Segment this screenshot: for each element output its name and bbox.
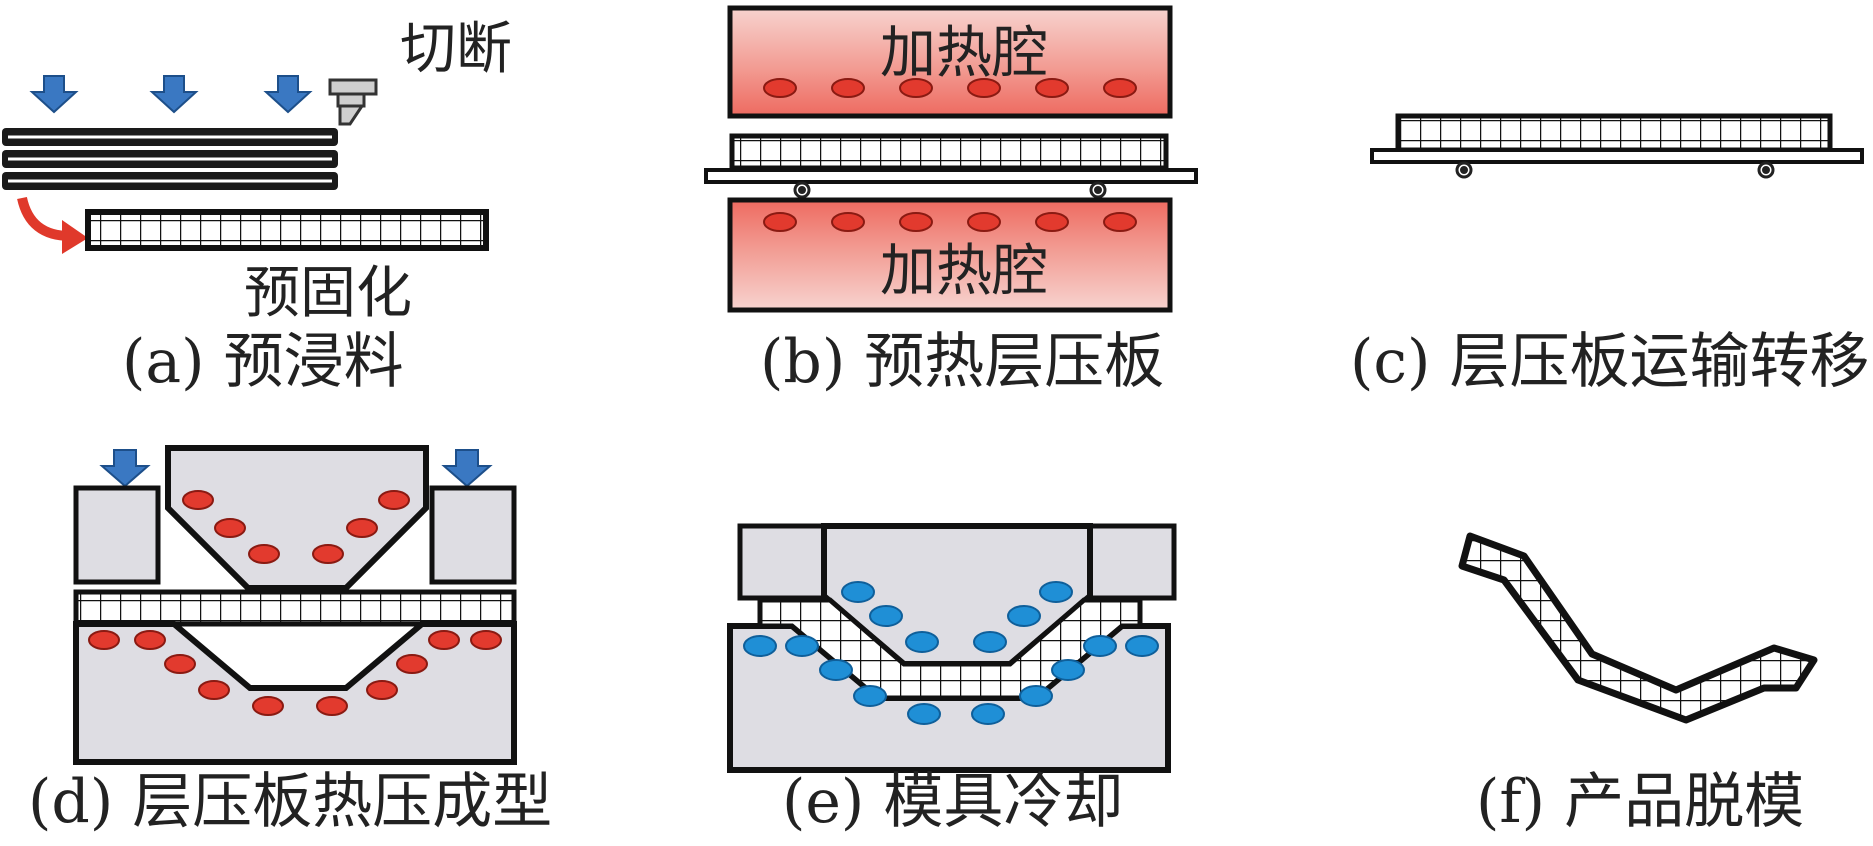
caption-e: (e) 模具冷却 xyxy=(782,767,1123,837)
press-arrow-icon xyxy=(29,75,313,114)
side-block-right xyxy=(429,485,517,585)
caption-d: (d) 层压板热压成型 xyxy=(28,767,552,837)
heater-dots-bottom xyxy=(763,212,1137,232)
side-block-left xyxy=(73,485,161,585)
heater-dots-top xyxy=(763,78,1137,98)
laminate-d xyxy=(73,589,517,627)
heating-chamber-bottom xyxy=(727,197,1173,313)
wheel-icon xyxy=(1455,161,1775,179)
laminate-b xyxy=(729,133,1169,171)
heater-dots-upper-d xyxy=(182,490,410,564)
press-arrow-icon xyxy=(99,449,493,488)
upper-mold-d xyxy=(165,445,429,591)
formed-product xyxy=(1458,532,1818,724)
panel-a: 切断 预固化 (a) 预浸料 xyxy=(2,17,512,397)
label-precure: 预固化 xyxy=(244,261,412,326)
cooling-dots xyxy=(743,581,1159,725)
heater-dots-lower-d xyxy=(88,630,502,716)
panel-e: (e) 模具冷却 xyxy=(727,523,1177,837)
heating-chamber-top xyxy=(727,5,1173,119)
panel-f: (f) 产品脱模 xyxy=(1458,532,1818,837)
label-cut: 切断 xyxy=(400,17,512,82)
carrier-plate-b xyxy=(704,168,1198,184)
carrier-plate-c xyxy=(1370,148,1864,164)
caption-c: (c) 层压板运输转移 xyxy=(1350,327,1870,397)
formed-laminate-e xyxy=(757,597,1143,701)
caption-b: (b) 预热层压板 xyxy=(760,327,1164,397)
panel-b: 加热腔 加热腔 (b) 预热层压板 xyxy=(704,5,1198,397)
caption-a: (a) 预浸料 xyxy=(122,327,404,397)
laminate-c xyxy=(1395,113,1833,153)
side-block-right-e xyxy=(1087,523,1177,601)
caption-f: (f) 产品脱模 xyxy=(1476,767,1804,837)
panel-d: (d) 层压板热压成型 xyxy=(28,445,552,837)
label-chamber-bottom: 加热腔 xyxy=(880,239,1048,304)
transfer-arrow-icon xyxy=(17,196,88,254)
prepreg-layers xyxy=(2,128,338,190)
side-block-left-e xyxy=(737,523,827,601)
precured-laminate xyxy=(85,209,489,251)
panel-c: (c) 层压板运输转移 xyxy=(1350,113,1870,397)
wheel-icon xyxy=(793,181,1107,199)
cutter-icon xyxy=(328,78,378,126)
label-chamber-top: 加热腔 xyxy=(880,21,1048,86)
